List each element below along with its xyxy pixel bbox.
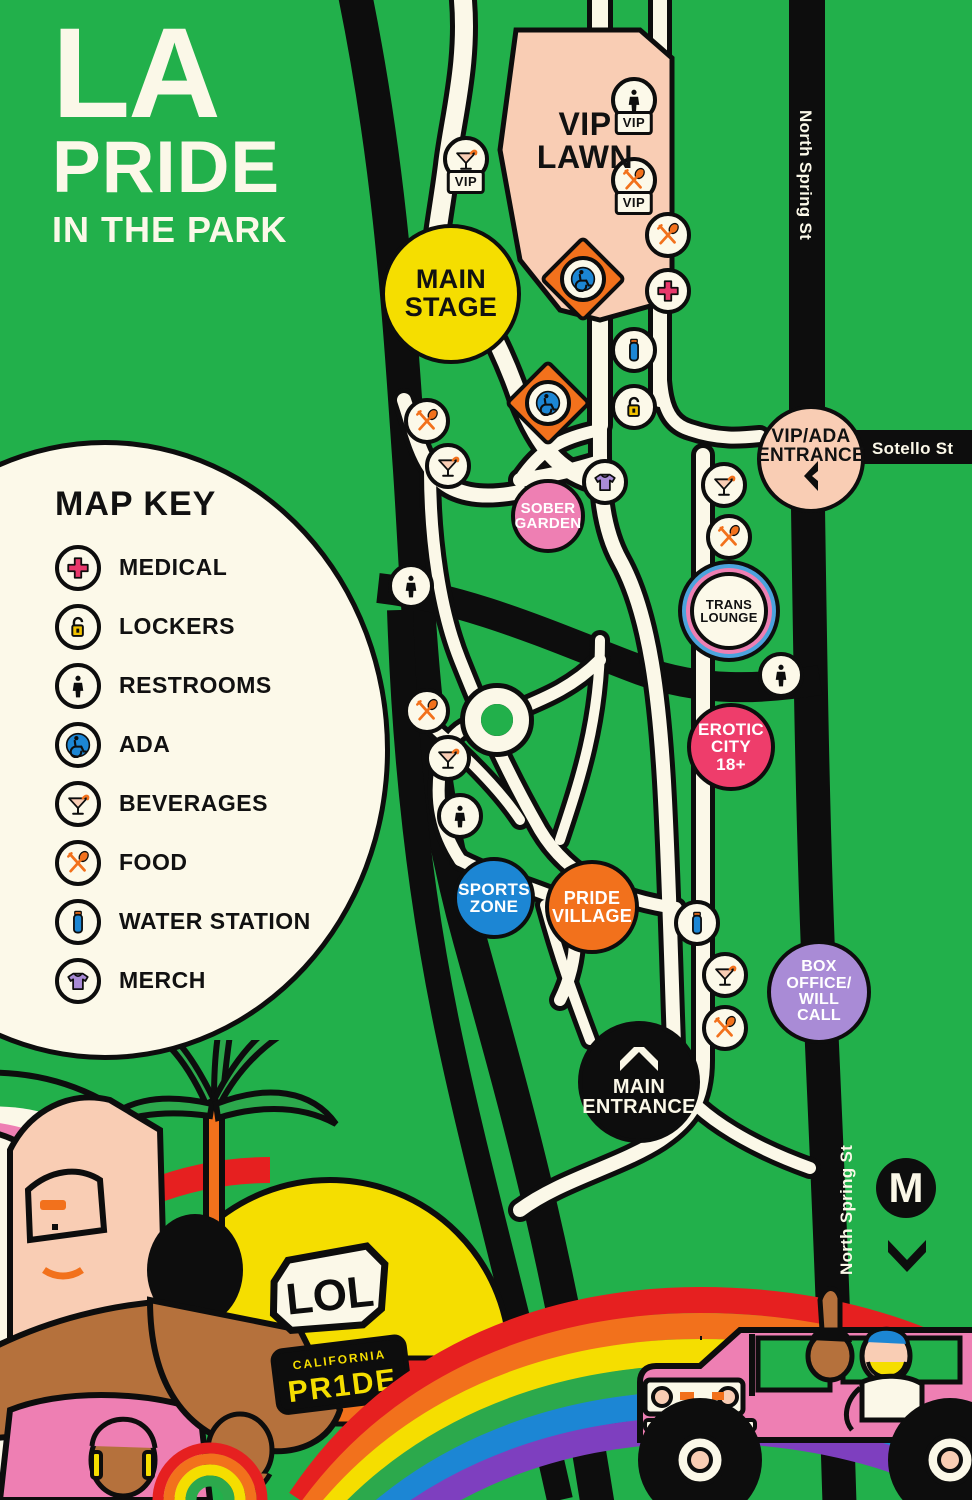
zone-label-line: MAIN xyxy=(612,1075,666,1098)
map-pin-beverages[interactable] xyxy=(701,462,747,508)
map-key-item-beverages: BEVERAGES xyxy=(55,774,385,833)
map-pin-beverages[interactable] xyxy=(425,735,471,781)
map-key-item-food: FOOD xyxy=(55,833,385,892)
vip-lawn-label: VIP LAWN xyxy=(505,108,665,174)
map-pin-beverages[interactable] xyxy=(702,952,748,998)
map-pin-food[interactable] xyxy=(645,212,691,258)
merch-icon xyxy=(55,957,101,1004)
zone-label-line: VIP/ADA xyxy=(771,425,851,447)
map-key-item-merch: MERCH xyxy=(55,951,385,1010)
map-pin-ada[interactable] xyxy=(525,380,571,426)
map-pin-medical[interactable] xyxy=(645,268,691,314)
zone-box-office[interactable]: BOX OFFICE/WILL CALL xyxy=(767,940,871,1044)
map-pin-ada[interactable] xyxy=(560,256,606,302)
lockers-icon xyxy=(55,603,101,650)
zone-label-line: STAGE xyxy=(404,292,498,322)
zone-label-line: CITY xyxy=(711,737,751,757)
zone-label-line: EROTIC xyxy=(697,720,765,739)
zone-label-line: ENTRANCE xyxy=(582,1096,696,1118)
map-pin-food[interactable] xyxy=(404,688,450,734)
zone-label-line: GARDEN xyxy=(514,515,582,532)
map-pin-food[interactable] xyxy=(706,514,752,560)
map-pin-food[interactable]: VIP xyxy=(611,157,657,215)
street-label-north-spring-st-top: North Spring St xyxy=(796,110,815,241)
zone-label-line: LOUNGE xyxy=(700,610,758,625)
map-key-item-lockers: LOCKERS xyxy=(55,597,385,656)
map-pin-food[interactable] xyxy=(702,1005,748,1051)
restrooms-icon xyxy=(55,662,101,709)
chevron-down-icon xyxy=(888,1240,926,1272)
zone-label-line: MAIN xyxy=(415,264,487,295)
chevron-up-icon xyxy=(620,1047,658,1071)
map-pin-beverages[interactable] xyxy=(425,443,471,489)
map-pin-water-station[interactable] xyxy=(611,327,657,373)
zone-label-line: SPORTS xyxy=(458,879,530,899)
logo-park: PARK xyxy=(187,209,287,251)
vip-lawn-line-2: LAWN xyxy=(536,138,634,175)
map-key-item-label: MEDICAL xyxy=(119,554,228,580)
metro-station-marker[interactable]: M xyxy=(876,1158,936,1218)
logo-la: LA xyxy=(52,2,221,145)
map-pin-restrooms[interactable] xyxy=(437,793,483,839)
map-pin-merch[interactable] xyxy=(582,459,628,505)
map-key-item-ada: ADA xyxy=(55,715,385,774)
logo-pride: PRIDE xyxy=(52,126,281,208)
chevron-left-icon xyxy=(804,461,818,491)
vip-badge: VIP xyxy=(446,170,486,194)
map-key-item-label: MERCH xyxy=(119,967,206,993)
water-station-icon xyxy=(55,898,101,945)
map-key-item-label: LOCKERS xyxy=(119,613,235,639)
map-key-item-restrooms: RESTROOMS xyxy=(55,656,385,715)
vip-badge: VIP xyxy=(614,111,654,135)
map-key-panel: MAP KEY MEDICAL LOCKERS RESTROOMS ADA BEVERA… xyxy=(0,440,390,1060)
map-key-item-medical: MEDICAL xyxy=(55,538,385,597)
map-key-item-water-station: WATER STATION xyxy=(55,892,385,951)
zone-label-line: PRIDE xyxy=(563,887,621,908)
map-key-title: MAP KEY xyxy=(55,485,217,523)
map-key-item-label: BEVERAGES xyxy=(119,790,268,816)
street-label-north-spring-st-bottom: North Spring St xyxy=(837,1144,856,1275)
beverages-icon xyxy=(55,780,101,827)
zone-label-line: SOBER xyxy=(520,499,576,517)
map-pin-restrooms[interactable] xyxy=(388,563,434,609)
medical-icon xyxy=(55,544,101,591)
la-pride-logo: LA PRIDE IN THE PARK xyxy=(52,2,352,248)
zone-label-line: WILL CALL xyxy=(797,991,841,1025)
food-icon xyxy=(55,839,101,886)
map-pin-restrooms[interactable]: VIP xyxy=(611,77,657,135)
zone-label-line: ENTRANCE xyxy=(757,445,865,466)
map-pin-restrooms[interactable] xyxy=(758,652,804,698)
map-pin-food[interactable] xyxy=(404,398,450,444)
zone-label-line: ZONE xyxy=(469,897,519,916)
ada-icon xyxy=(55,721,101,768)
zone-label-line: 18+ xyxy=(716,754,746,774)
street-label-sotello-st: Sotello St xyxy=(872,439,954,458)
map-pin-water-station[interactable] xyxy=(674,900,720,946)
zone-label-line: VILLAGE xyxy=(551,906,633,926)
map-key-item-label: RESTROOMS xyxy=(119,672,272,698)
zone-label-line: TRANS xyxy=(705,596,753,612)
logo-in-the-park: IN THE PARK xyxy=(52,212,352,248)
map-pin-lockers[interactable] xyxy=(611,384,657,430)
logo-in-the: IN THE xyxy=(52,209,188,251)
vip-lawn-line-1: VIP xyxy=(558,106,612,142)
map-key-item-label: WATER STATION xyxy=(119,908,311,934)
map-pin-beverages[interactable]: VIP xyxy=(443,136,489,194)
map-key-item-label: FOOD xyxy=(119,849,188,875)
vip-badge: VIP xyxy=(614,191,654,215)
map-key-list: MEDICAL LOCKERS RESTROOMS ADA BEVERAGES FOOD W… xyxy=(55,538,385,1010)
zone-label-line: BOX OFFICE/ xyxy=(786,958,852,992)
map-key-item-label: ADA xyxy=(119,731,171,757)
